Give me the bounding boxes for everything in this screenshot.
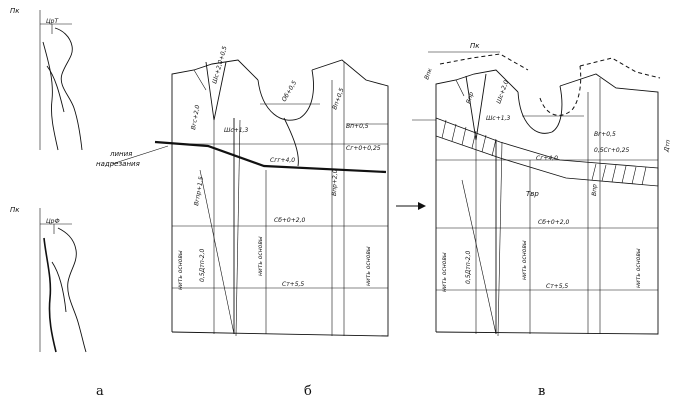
- panel-v-draft: Пк Впк Впр Шс+1,3 Шс+2,0 Сг+4,0 Твр Вг+0…: [412, 42, 672, 337]
- panel-b-label-ob: Об+0,5: [281, 79, 299, 103]
- panel-b-draft: линия надрезания Шс+2,0+0,5 Вгс+2,0 Об+0…: [96, 45, 389, 337]
- transform-arrow: [396, 202, 426, 210]
- panel-b-label-vpr: Впр+2,0: [331, 169, 339, 196]
- panel-b-label-vgc: Вгс+2,0: [190, 104, 201, 130]
- panel-v-label-cb: Сб+0+2,0: [538, 219, 569, 226]
- panel-b-caption: б: [304, 384, 312, 399]
- panel-b-label-nit3: нить основы: [365, 246, 372, 286]
- panel-v-label-shs: Шс+1,3: [486, 115, 510, 122]
- panel-a-top-silhouette: Пк ЦрТ: [10, 7, 83, 151]
- panel-b-label-csg: Сг+0+0,25: [346, 145, 381, 152]
- panel-a-top-pk-label: Пк: [10, 7, 20, 15]
- panel-v-label-vg: Вг+0,5: [594, 131, 616, 138]
- panel-v-label-ct: Ст+5,5: [546, 283, 568, 290]
- panel-b-callout-line2: надрезания: [96, 160, 140, 168]
- panel-b-label-cb: Сб+0+2,0: [274, 217, 305, 224]
- panel-b-label-dtp: 0,5Дтп-2,0: [199, 248, 206, 282]
- panel-a-bottom-dim-label: ЦрФ: [46, 218, 60, 225]
- panel-b-callout-line1: линия: [109, 150, 132, 158]
- panel-b-label-nit1: нить основы: [177, 250, 184, 290]
- panel-v-label-nit2: нить основы: [521, 240, 528, 280]
- panel-v-label-width: Шс+2,0: [495, 79, 510, 104]
- panel-a-top-dim-label: ЦрТ: [46, 18, 59, 25]
- panel-b-label-vp: Вп+0,5: [331, 87, 345, 111]
- panel-v-label-dtp: 0,5Дтп-2,0: [465, 250, 472, 284]
- panel-b-label-nit2: нить основы: [257, 236, 264, 276]
- panel-b-label-vgpr: Вгпр+1,5: [193, 176, 205, 207]
- panel-v-label-vpr-mid: Впр: [591, 184, 598, 196]
- panel-v-label-pk: Пк: [470, 42, 480, 50]
- panel-v-label-dtpk: Дтп: [663, 139, 672, 153]
- panel-b-label-shs: Шс+1,3: [224, 127, 248, 134]
- panel-a-bottom-pk-label: Пк: [10, 206, 20, 214]
- panel-v-label-vpr-top: Впр: [465, 91, 475, 105]
- panel-b-label-shp: Вп+0,5: [346, 123, 369, 130]
- panel-b-label-sshg: Сгг+4,0: [270, 157, 295, 164]
- panel-b-label-width: Шс+2,0+0,5: [211, 45, 228, 84]
- panel-v-label-nit1: нить основы: [441, 252, 448, 292]
- panel-v-label-tvp: Твр: [526, 190, 539, 198]
- panel-v-label-vpk: Впк: [423, 67, 434, 81]
- panel-v-label-csg: 0,5Сг+0,25: [594, 147, 629, 154]
- panel-v-label-sg: Сг+4,0: [536, 155, 558, 162]
- panel-v-caption: в: [538, 384, 545, 399]
- panel-v-label-nit3: нить основы: [635, 248, 642, 288]
- panel-a-bottom-silhouette: Пк ЦрФ: [10, 206, 87, 353]
- panel-b-label-ct: Ст+5,5: [282, 281, 304, 288]
- panel-a-caption: а: [96, 384, 104, 399]
